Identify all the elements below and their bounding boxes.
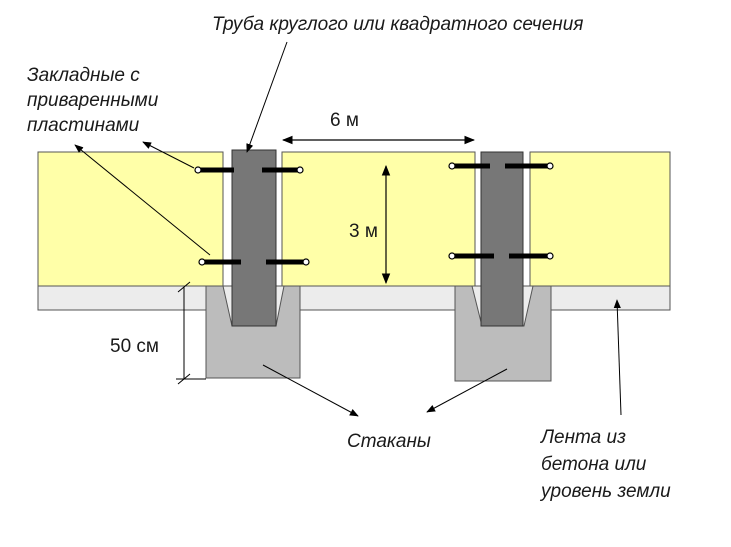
embeds-label-line1: Закладные с [27, 65, 140, 86]
strip-label-line2: бетона или [541, 454, 647, 475]
post-left [231, 149, 277, 327]
callout-arrows [74, 41, 622, 417]
embeds-label-line2: приваренными [27, 90, 159, 111]
embed-plates [199, 163, 549, 265]
depth-label: 50 см [110, 336, 159, 357]
post-right [480, 151, 524, 327]
panel-middle [281, 151, 476, 287]
panel-left [37, 151, 224, 287]
strip-label-line1: Лента из [539, 427, 626, 448]
strip-label-line3: уровень земли [539, 481, 671, 502]
pipe-label: Труба круглого или квадратного сечения [212, 14, 583, 35]
height-label: 3 м [349, 221, 378, 242]
depth-tick-top [177, 281, 191, 293]
ground-strip [37, 285, 671, 311]
span-label: 6 м [330, 110, 359, 131]
embeds-label-line3: пластинами [27, 115, 140, 136]
cups-label: Стаканы [347, 431, 431, 452]
embed-plate-ends [194, 162, 554, 266]
panel-right [529, 151, 671, 287]
